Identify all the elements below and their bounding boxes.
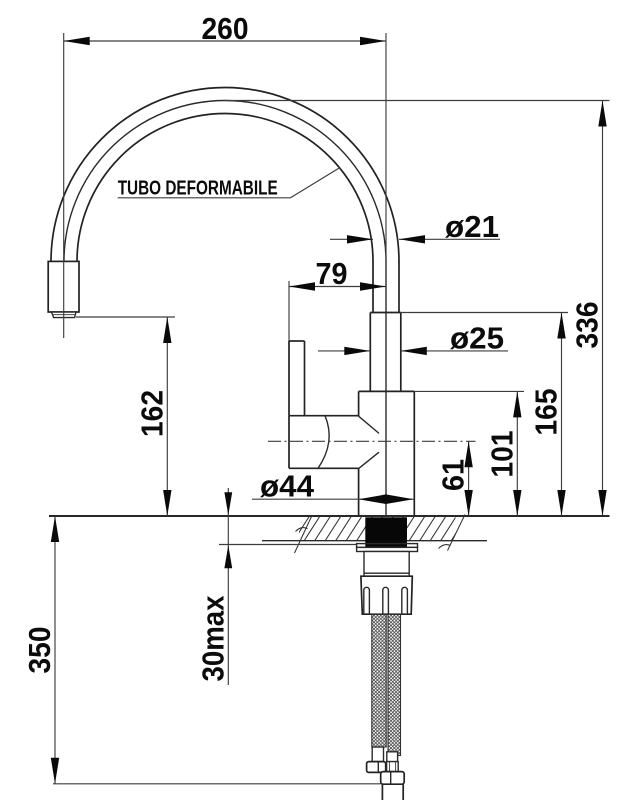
dim25-arrow-left	[344, 346, 371, 356]
dim336-arrow-top	[598, 100, 607, 127]
nut-groove-right	[401, 586, 409, 615]
dim-body-top-height-101: 101	[414, 390, 524, 516]
dim-label-o44: ø44	[260, 469, 315, 504]
spout-inner-arc	[76, 112, 374, 262]
dim-label-101: 101	[484, 431, 519, 478]
countertop-section	[49, 514, 610, 554]
hose-right-braid	[387, 613, 402, 757]
break-mark-right-hook	[438, 544, 451, 549]
dim-overall-height-336: 336	[225, 99, 610, 516]
hose-left-ferrule	[371, 746, 385, 763]
dim-lever-axis-height-61: 61	[436, 441, 473, 516]
dim162-arrow-top	[163, 317, 172, 343]
dim-label-165: 165	[529, 389, 564, 436]
mounting-hardware	[355, 517, 419, 616]
note-label: TUBO DEFORMABILE	[118, 177, 278, 200]
dim-riser-diameter-25: ø25	[318, 321, 508, 356]
dim260-arrow-left	[63, 36, 90, 46]
dim-spout-reach-260: 260	[63, 11, 387, 338]
dim79-arrow-left	[289, 282, 315, 291]
dim-label-79: 79	[316, 256, 348, 291]
dim165-arrow-top	[557, 312, 566, 339]
note-leader-line	[290, 167, 341, 199]
dim101-arrow-top	[513, 391, 522, 418]
dim21-arrow-left	[347, 235, 373, 244]
body-joint-intersection-lower	[358, 451, 380, 470]
hose-right-ferrule	[386, 751, 399, 763]
dim-counter-thickness-30max: 30max	[195, 488, 357, 685]
dim21-arrow-right	[399, 235, 425, 244]
dim-label-61: 61	[436, 459, 471, 491]
break-mark-right	[447, 514, 466, 551]
dim61-arrow-top	[464, 441, 473, 468]
dim30-arrow-up	[224, 545, 233, 569]
dim30-arrow-down	[224, 492, 233, 516]
break-mark-left	[294, 516, 312, 554]
dim-base-diameter-44: ø44	[252, 469, 415, 504]
dim-label-30max: 30max	[195, 595, 230, 682]
supply-hoses	[365, 613, 406, 800]
riser-lower-section	[369, 311, 402, 392]
dim-label-260: 260	[202, 11, 249, 46]
mounting-collar	[363, 550, 410, 577]
note-tubo-deformabile: TUBO DEFORMABILE	[117, 167, 341, 200]
faucet-outline	[47, 86, 476, 517]
dim165-arrow-bottom	[557, 490, 566, 516]
handle-joint-bulge	[317, 415, 330, 469]
dim350-arrow-top	[50, 516, 60, 542]
dim-label-162: 162	[134, 390, 169, 437]
dim-hose-drop-350: 350	[22, 516, 381, 785]
hose-left-hex-nut	[365, 760, 387, 774]
dim-label-o21: ø21	[445, 209, 499, 244]
hose-right-sleeve	[385, 760, 399, 773]
dim162-arrow-bottom	[163, 490, 172, 516]
lever-handle	[288, 340, 359, 470]
dim-label-336: 336	[570, 302, 605, 349]
spout-outer-arc	[50, 86, 400, 262]
body-joint-intersection-upper	[358, 415, 380, 434]
countertop-break-marks	[294, 514, 466, 554]
dim-outlet-height-162: 162	[76, 316, 175, 516]
mounting-nut	[360, 575, 414, 616]
dim350-arrow-bottom	[50, 757, 60, 784]
dim-riser-top-height-165: 165	[400, 311, 568, 516]
dim101-arrow-bottom	[513, 490, 522, 516]
dim79-arrow-right	[360, 282, 386, 291]
dim25-arrow-right	[400, 346, 427, 356]
dim-tube-diameter-21: ø21	[330, 209, 500, 244]
dim260-arrow-right	[360, 36, 386, 46]
nut-groove-middle	[382, 586, 390, 615]
hose-right-hex-nut	[379, 770, 406, 786]
gooseneck-spout	[50, 86, 400, 313]
break-mark-left-hook	[295, 527, 308, 532]
dim44-arrows	[358, 494, 414, 504]
threaded-shank	[365, 517, 407, 548]
dim61-arrow-bottom	[464, 490, 473, 516]
dim-lever-offset-79: 79	[288, 256, 386, 341]
nut-groove-left	[363, 586, 371, 615]
dim-label-350: 350	[22, 627, 57, 674]
hose-left-braid	[371, 613, 387, 748]
dim-label-o25: ø25	[450, 321, 504, 356]
dim336-arrow-bottom	[598, 490, 607, 516]
